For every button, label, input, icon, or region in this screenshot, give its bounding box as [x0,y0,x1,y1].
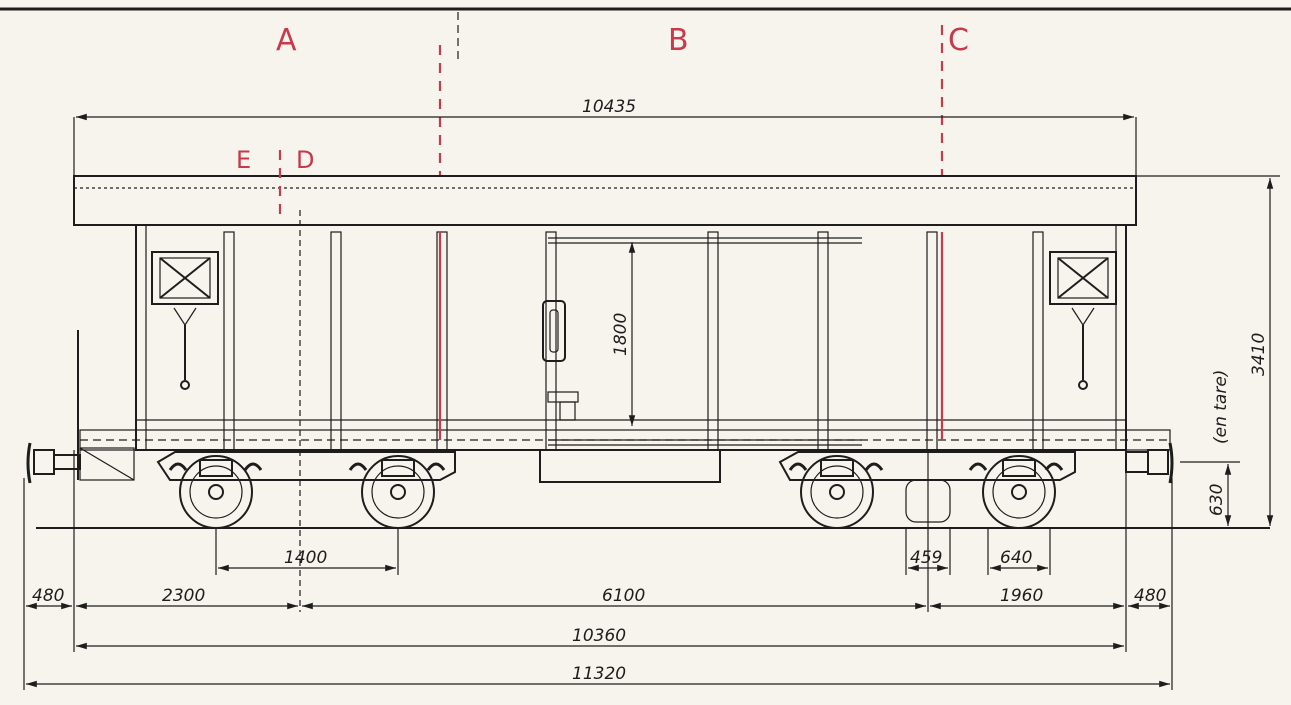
dim-total-height: 3410 [1249,333,1269,376]
dim-left-to-bogie-center: 2300 [162,586,205,606]
wheel [179,455,253,529]
dim-overall-length: 11320 [572,664,626,684]
dim-left-buffer-overhang: 480 [32,586,64,606]
dimension-lines [23,113,1280,690]
section-label-a: A [276,23,297,58]
wheel [361,455,435,529]
dim-door-height: 1800 [611,313,631,356]
dim-overall-roof-length: 10435 [582,97,636,117]
section-label-c: C [948,23,969,58]
vent-right [1049,251,1117,390]
wheel [982,455,1056,529]
section-label-b: B [668,23,689,58]
section-label-d: D [296,146,314,174]
bogie-left [156,451,456,529]
dim-axle-spacing-right: 640 [1000,548,1032,568]
door-step [539,449,721,483]
wheel [800,455,874,529]
buffer-right [1125,442,1174,484]
section-label-e: E [236,146,251,174]
body-posts [135,224,1127,451]
dim-bogie-wheelbase: 1400 [284,548,327,568]
roof [73,117,1137,226]
dim-right-buffer-overhang: 480 [1134,586,1166,606]
car-body [79,224,1171,483]
door-handle [542,300,566,362]
buffer-left [26,330,135,484]
dim-body-length: 10360 [572,626,626,646]
dim-buffer-height: 630 [1207,484,1227,516]
dim-right-bogie-to-end: 1960 [1000,586,1043,606]
section-lines [278,12,944,440]
vent-left [151,251,219,390]
dim-bogie-center-distance: 6100 [602,586,645,606]
dim-height-note: (en tare) [1211,370,1231,444]
dim-center-offset: 459 [910,548,942,568]
